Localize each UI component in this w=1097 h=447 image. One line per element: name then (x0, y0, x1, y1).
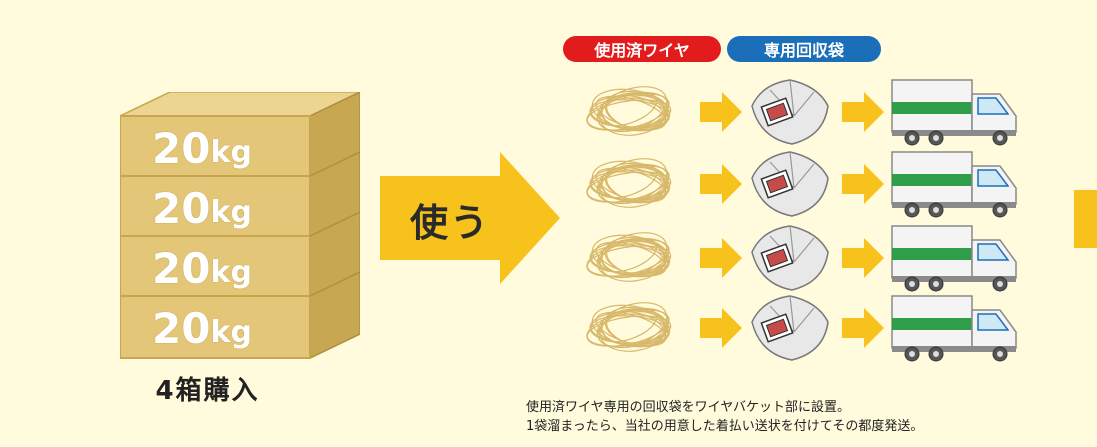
big-arrow-icon (380, 152, 560, 284)
collection-bag-icon (751, 225, 829, 291)
delivery-truck-icon (891, 151, 1017, 218)
collection-bag-icon (751, 151, 829, 217)
box-weight-number: 20 (152, 123, 211, 173)
flow-row-3 (580, 222, 1030, 294)
instruction-note: 使用済ワイヤ専用の回収袋をワイヤバケット部に設置。 1袋溜まったら、当社の用意し… (526, 398, 923, 436)
small-arrow-icon (842, 308, 884, 348)
flow-row-graphic (586, 225, 1017, 292)
small-arrow-icon (700, 308, 742, 348)
small-arrow-icon (842, 92, 884, 132)
small-arrow-icon (700, 92, 742, 132)
wire-coil-icon (586, 232, 672, 282)
box-stack-graphic (120, 92, 360, 360)
instruction-line-1: 使用済ワイヤ専用の回収袋をワイヤバケット部に設置。 (526, 400, 850, 415)
box-weight-unit: kg (210, 134, 252, 170)
purchase-label: 4箱購入 (155, 376, 260, 406)
collection-bag-icon (751, 295, 829, 361)
box-weight-number: 20 (152, 243, 211, 293)
box-weight-unit: kg (210, 314, 252, 350)
delivery-truck-icon (891, 225, 1017, 292)
delivery-truck-icon (891, 295, 1017, 362)
small-arrow-icon (700, 238, 742, 278)
small-arrow-icon (842, 164, 884, 204)
small-arrow-icon (842, 238, 884, 278)
wire-coil-icon (586, 86, 672, 136)
flow-row-4 (580, 292, 1030, 364)
flow-row-1 (580, 76, 1030, 148)
box-weight-number: 20 (152, 183, 211, 233)
collection-bag-tag: 専用回収袋 (727, 36, 881, 62)
delivery-truck-icon (891, 79, 1017, 146)
wire-coil-icon (586, 302, 672, 352)
box-weight-unit: kg (210, 254, 252, 290)
use-label: 使う (410, 201, 491, 245)
next-arrow-fragment (1074, 190, 1097, 248)
collection-bag-icon (751, 79, 829, 145)
small-arrow-icon (700, 164, 742, 204)
flow-row-graphic (586, 79, 1017, 146)
flow-row-graphic (586, 295, 1017, 362)
instruction-line-2: 1袋溜まったら、当社の用意した着払い送状を付けてその都度発送。 (526, 419, 924, 434)
used-wire-tag: 使用済ワイヤ (563, 36, 721, 62)
box-weight-number: 20 (152, 303, 211, 353)
flow-row-2 (580, 148, 1030, 220)
wire-coil-icon (586, 158, 672, 208)
box-weight-unit: kg (210, 194, 252, 230)
flow-row-graphic (586, 151, 1017, 218)
